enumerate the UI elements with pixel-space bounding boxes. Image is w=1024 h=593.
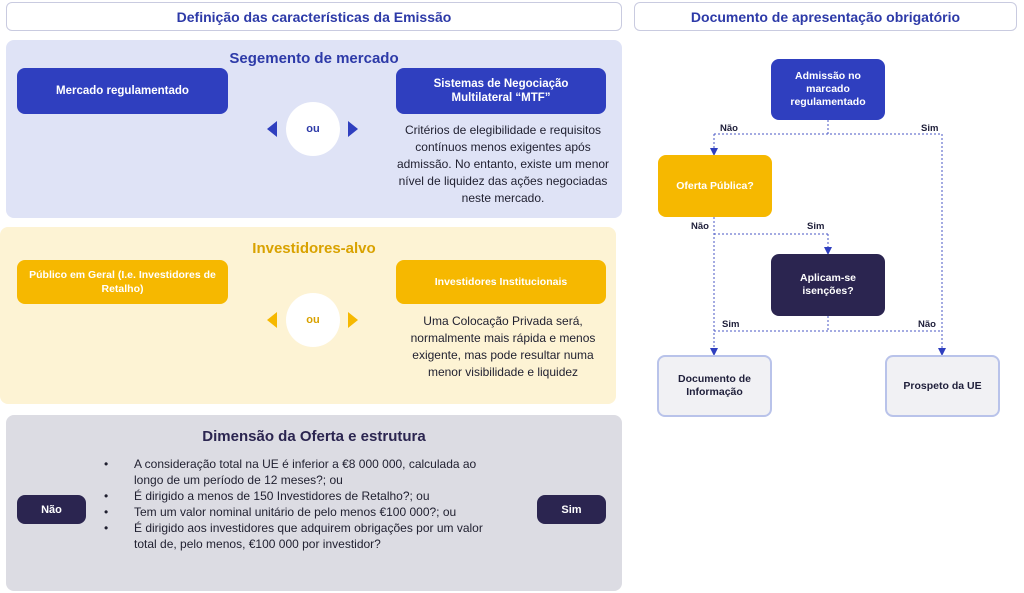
offer-no-badge: Não: [17, 495, 86, 524]
flow-node-public-offer: Oferta Pública?: [658, 155, 772, 217]
flow-node-admission: Admissão no marcado regulamentado: [771, 59, 885, 120]
edge-label-sim-2: Sim: [807, 221, 825, 232]
investors-description: Uma Colocação Privada será, normalmente …: [410, 314, 596, 379]
flow-node-admission-label: Admissão no marcado regulamentado: [790, 70, 866, 108]
segment-arrow-left-icon: [267, 121, 277, 137]
offer-criterion: É dirigido aos investidores que adquirem…: [104, 520, 484, 552]
right-header: Documento de apresentação obrigatório: [634, 2, 1017, 31]
edge-label-nao-1: Não: [720, 123, 738, 134]
edge-label-sim-1: Sim: [921, 123, 939, 134]
segment-title: Segemento de mercado: [229, 50, 399, 67]
investors-arrow-left-icon: [267, 312, 277, 328]
segment-option-mtf: Sistemas de Negociação Multilateral “MTF…: [396, 68, 606, 114]
flow-node-prospectus-label: Prospeto da UE: [903, 380, 982, 392]
investors-option-retail: Público em Geral (I.e. Investidores de R…: [17, 260, 228, 304]
offer-criterion: Tem um valor nominal unitário de pelo me…: [104, 504, 484, 520]
segment-option-right-label: Sistemas de Negociação Multilateral “MTF…: [433, 78, 569, 104]
segment-option-left-label: Mercado regulamentado: [56, 85, 189, 97]
investors-or-label: ou: [306, 314, 320, 326]
investors-option-right-label: Investidores Institucionais: [434, 276, 568, 288]
offer-title: Dimensão da Oferta e estrutura: [202, 428, 426, 445]
flow-node-exemptions-label: Aplicam-se isenções?: [799, 272, 857, 297]
flow-node-prospectus: Prospeto da UE: [885, 355, 1000, 417]
edge-label-nao-2: Não: [691, 221, 709, 232]
segment-or-label: ou: [306, 123, 320, 135]
segment-description: Critérios de elegibilidade e requisitos …: [396, 123, 610, 205]
segment-or-circle: ou: [286, 102, 340, 156]
flow-node-info-document: Documento de Informação: [657, 355, 772, 417]
flow-node-info-document-label: Documento de Informação: [678, 373, 751, 398]
investors-arrow-right-icon: [348, 312, 358, 328]
investors-title: Investidores-alvo: [252, 240, 376, 257]
offer-criterion: É dirigido a menos de 150 Investidores d…: [104, 488, 484, 504]
investors-option-left-label: Público em Geral (I.e. Investidores de R…: [29, 269, 216, 295]
offer-criteria-list: A consideração total na UE é inferior a …: [104, 456, 484, 552]
investors-or-circle: ou: [286, 293, 340, 347]
investors-option-institutional: Investidores Institucionais: [396, 260, 606, 304]
edge-label-sim-3: Sim: [722, 319, 740, 330]
segment-arrow-right-icon: [348, 121, 358, 137]
flow-node-public-offer-label: Oferta Pública?: [676, 180, 754, 192]
segment-option-regulated-market: Mercado regulamentado: [17, 68, 228, 114]
offer-yes-badge: Sim: [537, 495, 606, 524]
edge-label-nao-3: Não: [918, 319, 936, 330]
left-header: Definição das características da Emissão: [6, 2, 622, 31]
offer-yes-label: Sim: [561, 503, 582, 516]
right-header-text: Documento de apresentação obrigatório: [690, 8, 961, 25]
left-header-text: Definição das características da Emissão: [176, 8, 452, 25]
flow-node-exemptions: Aplicam-se isenções?: [771, 254, 885, 316]
offer-no-label: Não: [41, 503, 62, 516]
offer-criterion: A consideração total na UE é inferior a …: [104, 456, 484, 488]
